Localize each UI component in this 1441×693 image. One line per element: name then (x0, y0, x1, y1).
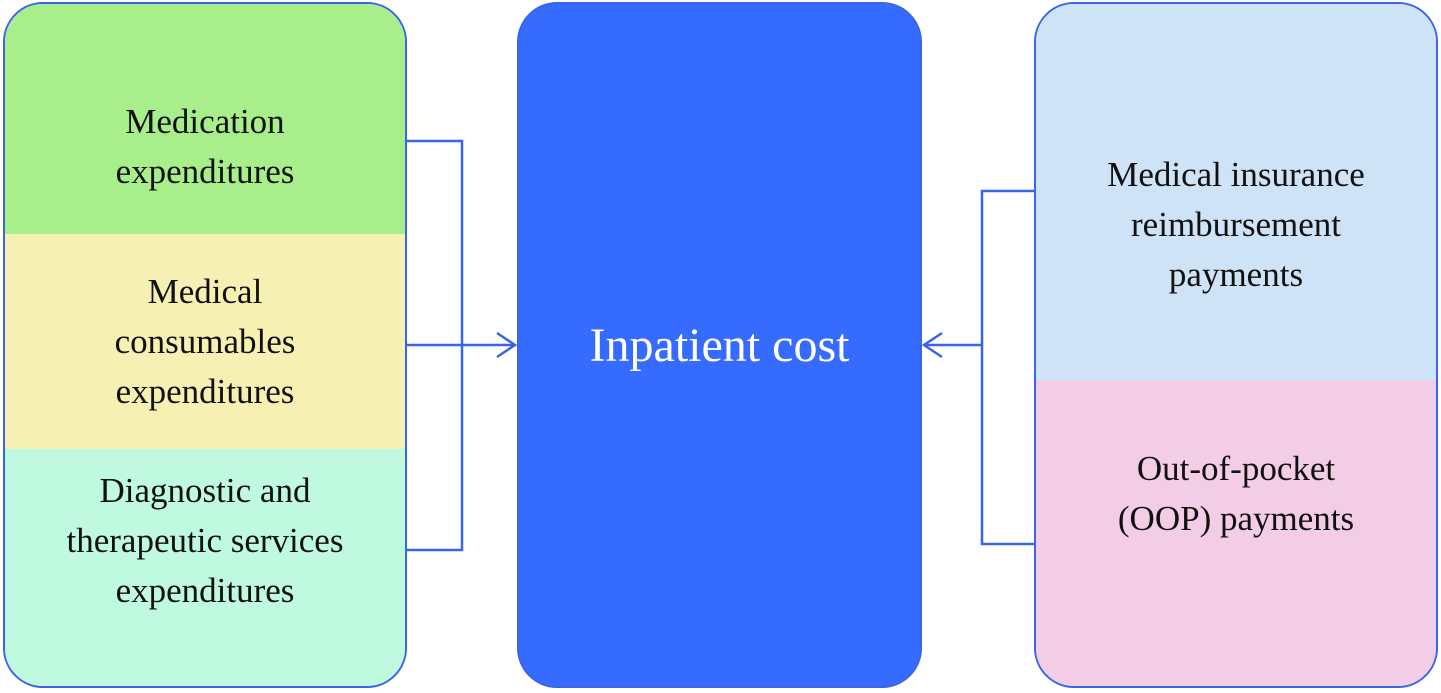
diagnostic-label-line-3: expenditures (115, 571, 295, 610)
inpatient-cost-node: Inpatient cost (517, 2, 922, 688)
diagnostic-therapeutic-expenditures-node: Diagnostic and therapeutic services expe… (5, 449, 405, 686)
left-arrowhead (496, 331, 518, 359)
medication-label-line-1: Medication (125, 101, 285, 141)
inpatient-cost-label: Inpatient cost (589, 318, 850, 372)
consumables-label-line-3: expenditures (115, 371, 295, 411)
right-bracket-connector (980, 189, 1034, 546)
cost-components-box: Medication expenditures Medical consumab… (3, 2, 407, 688)
medication-label-line-2: expenditures (115, 151, 295, 191)
oop-label-line-1: Out-of-pocket (1136, 449, 1336, 488)
out-of-pocket-payments-node: Out-of-pocket (OOP) payments (1036, 380, 1436, 686)
oop-label-line-2: (OOP) payments (1117, 499, 1355, 538)
consumables-label-line-2: consumables (114, 321, 296, 361)
right-arrowhead (921, 331, 943, 359)
insurance-label-line-2: reimbursement (1131, 204, 1341, 244)
medication-expenditures-node: Medication expenditures (5, 4, 405, 234)
insurance-label-line-1: Medical insurance (1107, 154, 1365, 194)
diagnostic-label-line-1: Diagnostic and (99, 471, 311, 510)
diagnostic-label-line-2: therapeutic services (66, 521, 344, 560)
insurance-label-line-3: payments (1168, 254, 1304, 294)
medical-consumables-expenditures-node: Medical consumables expenditures (5, 234, 405, 449)
consumables-label-line-1: Medical (147, 271, 263, 311)
payment-sources-box: Medical insurance reimbursement payments… (1034, 2, 1438, 688)
left-bracket-connector (407, 139, 464, 552)
insurance-reimbursement-node: Medical insurance reimbursement payments (1036, 4, 1436, 380)
